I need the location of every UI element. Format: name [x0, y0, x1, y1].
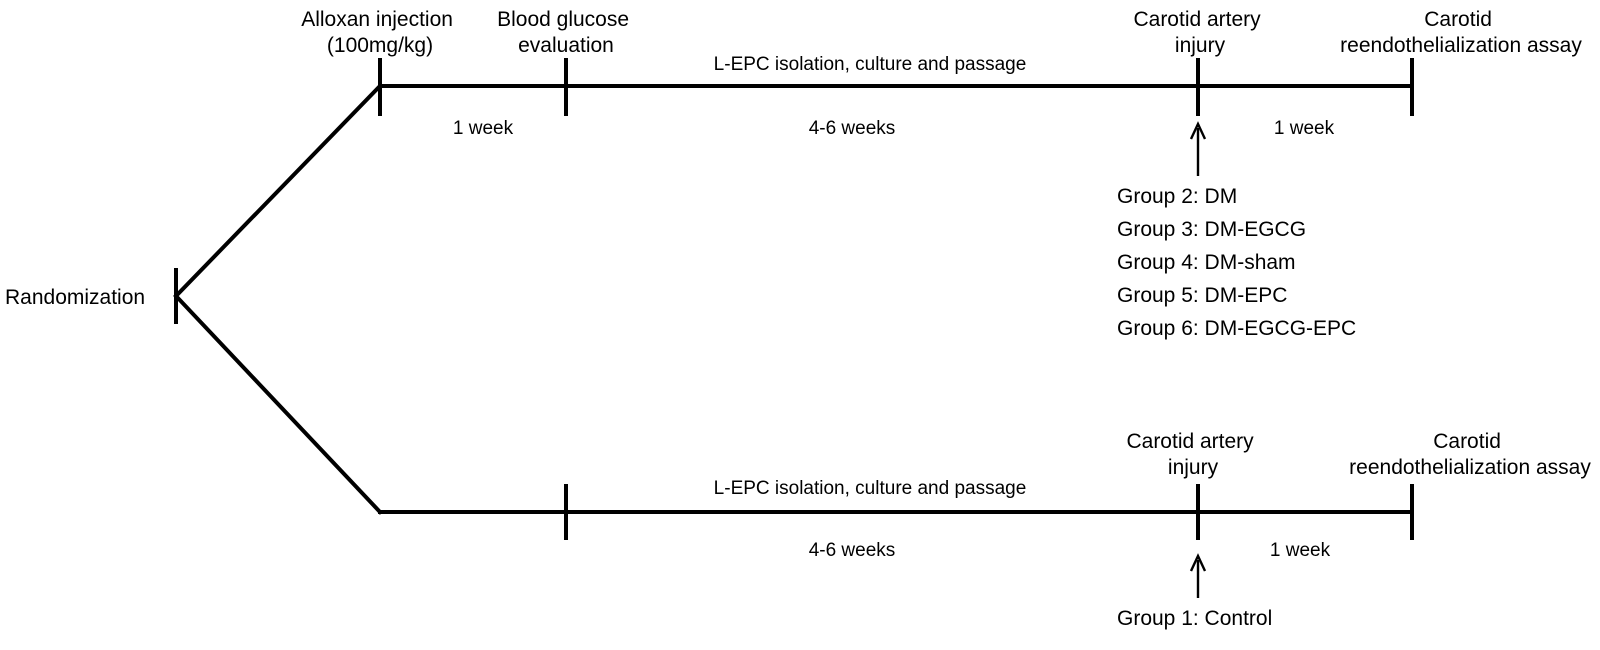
- bottom-branch: Carotid artery injury Carotid reendothel…: [378, 430, 1591, 630]
- bottom-branch-connector: [173, 293, 383, 515]
- event-label-alloxan: Alloxan injection (100mg/kg): [301, 8, 459, 57]
- event-label-assay: Carotid reendothelialization assay: [1340, 8, 1582, 57]
- event-label-injury: Carotid artery injury: [1133, 8, 1266, 57]
- duration-label: 1 week: [453, 118, 514, 139]
- up-arrow-icon: [1189, 553, 1207, 598]
- top-branch: Alloxan injection (100mg/kg) Blood gluco…: [301, 8, 1582, 340]
- event-label-injury: Carotid artery injury: [1126, 430, 1259, 479]
- group-label: Group 4: DM-sham: [1117, 251, 1296, 274]
- group-label: Group 6: DM-EGCG-EPC: [1117, 317, 1356, 340]
- duration-label: 4-6 weeks: [809, 118, 896, 139]
- group-list: Group 2: DM Group 3: DM-EGCG Group 4: DM…: [1117, 185, 1356, 340]
- event-label-glucose: Blood glucose evaluation: [497, 8, 635, 57]
- process-label: L-EPC isolation, culture and passage: [714, 54, 1027, 75]
- randomization-label: Randomization: [5, 286, 145, 309]
- duration-label: 1 week: [1274, 118, 1335, 139]
- group-label: Group 3: DM-EGCG: [1117, 218, 1306, 241]
- top-branch-connector: [173, 83, 383, 299]
- group-label: Group 1: Control: [1117, 607, 1272, 630]
- group-label: Group 5: DM-EPC: [1117, 284, 1287, 307]
- group-label: Group 2: DM: [1117, 185, 1237, 208]
- process-label: L-EPC isolation, culture and passage: [714, 478, 1027, 499]
- duration-label: 4-6 weeks: [809, 540, 896, 561]
- up-arrow-icon: [1189, 121, 1207, 176]
- event-label-assay: Carotid reendothelialization assay: [1349, 430, 1591, 479]
- duration-label: 1 week: [1270, 540, 1331, 561]
